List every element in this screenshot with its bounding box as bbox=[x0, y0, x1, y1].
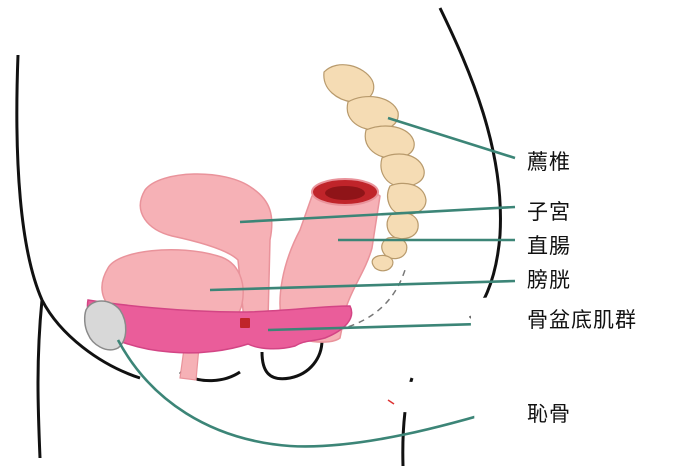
sacrum-vertebra-5 bbox=[388, 183, 426, 214]
label-pelvic-floor: 骨盆底肌群 bbox=[527, 304, 637, 334]
pelvic-floor-marker bbox=[240, 318, 250, 328]
coccyx-segment-3 bbox=[372, 255, 393, 270]
front-thigh-contour bbox=[38, 300, 42, 458]
rectum-lumen-inner bbox=[325, 186, 365, 200]
label-uterus: 子宮 bbox=[527, 196, 571, 226]
sacrum-vertebra-3 bbox=[365, 126, 414, 158]
label-rectum: 直腸 bbox=[527, 230, 571, 260]
sacrum-vertebra-4 bbox=[381, 154, 424, 186]
whiteout-shape-2 bbox=[352, 381, 446, 412]
leader-line-pubis bbox=[118, 340, 515, 446]
back-body-contour bbox=[440, 8, 500, 318]
label-sacrum: 薦椎 bbox=[527, 146, 571, 176]
whiteout-patch bbox=[352, 297, 555, 441]
coccyx-segment-1 bbox=[387, 213, 418, 239]
label-bladder: 膀胱 bbox=[527, 264, 571, 294]
label-pubis: 恥骨 bbox=[527, 398, 571, 428]
sacrum-vertebra-2 bbox=[347, 97, 398, 131]
